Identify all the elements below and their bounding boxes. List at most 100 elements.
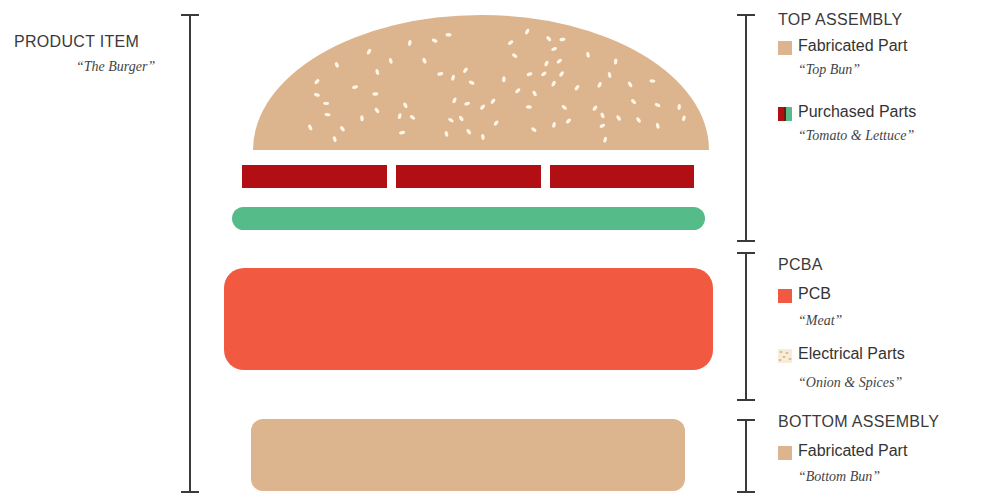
sesame-seed — [627, 81, 633, 88]
sesame-seed — [616, 115, 622, 122]
sesame-seed — [403, 102, 409, 109]
sesame-seed — [468, 80, 475, 86]
tomato-slices — [242, 165, 694, 188]
sesame-seed — [431, 38, 438, 44]
sesame-seed — [540, 71, 547, 77]
label-slot: TOP ASSEMBLY — [778, 11, 903, 29]
sesame-seed — [681, 115, 686, 122]
sesame-seed — [339, 125, 345, 132]
group-heading: PRODUCT ITEM — [14, 33, 139, 51]
sesame-seed — [511, 53, 518, 59]
sesame-seed — [597, 81, 603, 88]
sesame-seed — [526, 105, 532, 109]
sesame-seed — [526, 72, 533, 77]
sesame-seed — [399, 130, 406, 135]
sesame-seed — [561, 104, 568, 110]
sesame-seed — [490, 98, 496, 105]
sesame-seed — [366, 48, 372, 55]
sesame-seed — [558, 71, 564, 78]
sesame-seed — [614, 58, 618, 64]
sesame-seed — [559, 37, 566, 42]
label-slot: “Meat” — [798, 313, 842, 329]
sesame-seed — [607, 72, 612, 79]
sesame-seed — [655, 122, 660, 129]
sesame-seed — [600, 112, 605, 119]
part-nickname: “Bottom Bun” — [798, 469, 880, 485]
sesame-seed — [592, 105, 598, 112]
legend-entry: PCB — [798, 285, 831, 303]
legend-swatch — [778, 41, 792, 55]
sesame-seed — [514, 88, 521, 94]
sesame-seed — [464, 101, 471, 106]
legend-swatch — [778, 289, 792, 303]
group-heading: PCBA — [778, 256, 823, 274]
sesame-seed — [524, 28, 530, 35]
sesame-seed — [437, 72, 444, 77]
part-nickname: “The Burger” — [76, 59, 155, 75]
group-heading: TOP ASSEMBLY — [778, 11, 903, 29]
assembly-brackets — [737, 15, 755, 492]
sesame-seed — [493, 120, 499, 127]
electrical-swatch — [778, 349, 792, 363]
legend-text: Fabricated Part — [798, 442, 907, 460]
part-nickname: “Onion & Spices” — [798, 375, 902, 391]
sesame-seeds — [307, 28, 686, 143]
sesame-seed — [462, 67, 468, 74]
label-slot: “Tomato & Lettuce” — [798, 128, 914, 144]
sesame-seed — [544, 60, 550, 67]
sesame-seed — [452, 97, 457, 104]
sesame-seed — [574, 84, 580, 91]
label-slot: “Onion & Spices” — [798, 375, 902, 391]
label-slot: PCBA — [778, 256, 823, 274]
sesame-seed — [314, 78, 321, 85]
legend-entry: Fabricated Part — [798, 37, 907, 55]
sesame-seed — [599, 123, 606, 129]
label-slot: BOTTOM ASSEMBLY — [778, 413, 939, 431]
sesame-seed — [466, 128, 472, 135]
legend-text: Fabricated Part — [798, 37, 907, 55]
sesame-seed — [630, 98, 637, 105]
label-slot: “Top Bun” — [798, 62, 860, 78]
purchased-swatch — [778, 107, 792, 121]
sesame-seed — [374, 107, 380, 114]
sesame-seed — [307, 124, 313, 131]
sesame-seed — [586, 52, 591, 59]
sesame-seed — [551, 46, 558, 51]
sesame-seed — [388, 58, 393, 65]
sesame-seed — [481, 134, 485, 140]
lettuce — [232, 207, 705, 230]
part-nickname: “Tomato & Lettuce” — [798, 128, 914, 144]
group-heading: BOTTOM ASSEMBLY — [778, 413, 939, 431]
sesame-seed — [375, 69, 380, 76]
legend-entry: Fabricated Part — [798, 442, 907, 460]
label-slot: “Bottom Bun” — [798, 469, 880, 485]
part-nickname: “Top Bun” — [798, 62, 860, 78]
sesame-seed — [479, 104, 485, 111]
sesame-seed — [451, 74, 456, 81]
sesame-seed — [502, 76, 506, 82]
meat-patty — [224, 268, 713, 370]
part-nickname: “Meat” — [798, 313, 842, 329]
legend-text: Purchased Parts — [798, 103, 916, 121]
sesame-seed — [654, 102, 661, 108]
sesame-seed — [408, 40, 412, 46]
bottom-bun — [251, 419, 685, 491]
sesame-seed — [409, 114, 416, 120]
label-slot: PRODUCT ITEM — [14, 33, 139, 51]
sesame-seed — [635, 117, 641, 124]
legend-swatch — [778, 446, 792, 460]
sesame-seed — [324, 113, 330, 117]
legend-entry: Purchased Parts — [798, 103, 916, 121]
sesame-seed — [444, 131, 449, 138]
sesame-seed — [372, 92, 378, 96]
sesame-seed — [551, 80, 557, 87]
sesame-seed — [314, 92, 321, 97]
sesame-seed — [552, 122, 557, 129]
product-bracket — [181, 15, 199, 492]
sesame-seed — [546, 35, 552, 42]
sesame-seed — [458, 115, 464, 122]
sesame-seed — [352, 85, 359, 90]
sesame-seed — [530, 127, 537, 133]
legend-text: Electrical Parts — [798, 345, 905, 363]
